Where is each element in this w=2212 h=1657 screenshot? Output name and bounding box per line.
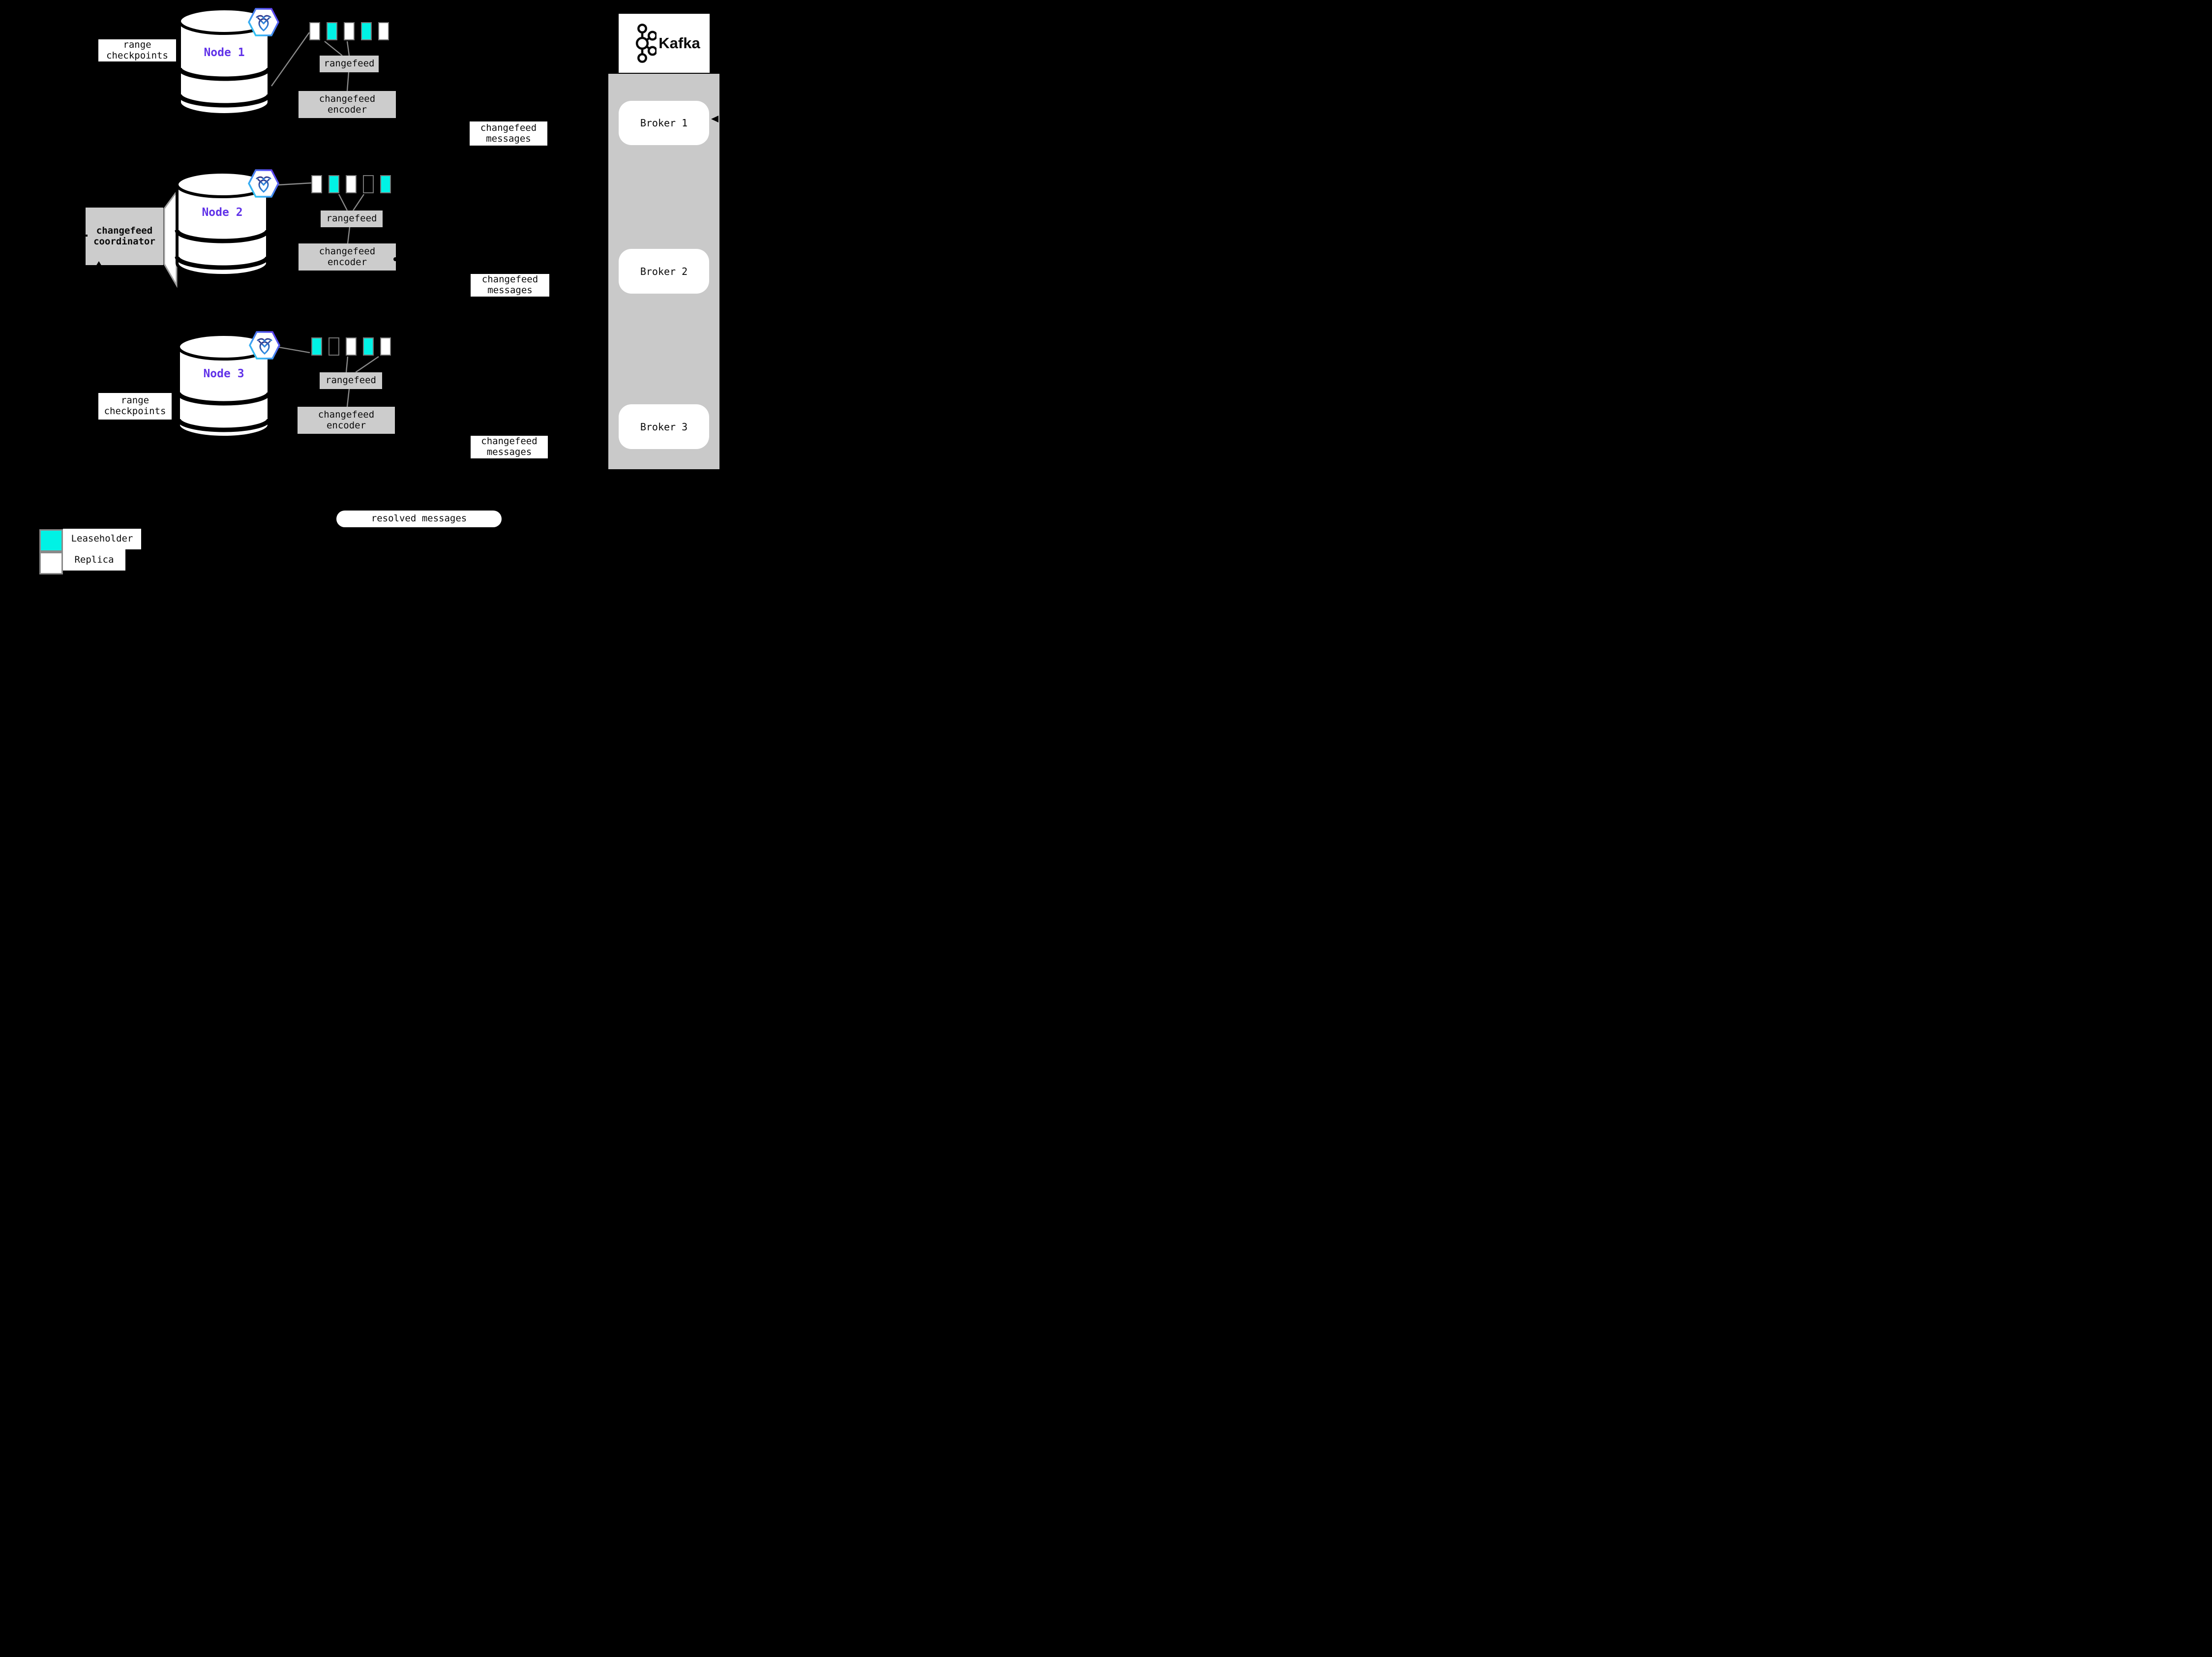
- replica-row-node1: [309, 22, 389, 40]
- range-checkpoints-label-node3: range checkpoints: [98, 393, 172, 420]
- resolved-messages-pill: resolved messages: [336, 511, 502, 527]
- replica-row-node3: [311, 337, 391, 356]
- rangefeed-box-node2: rangefeed: [321, 211, 383, 227]
- changefeed-encoder-box-node1: changefeed encoder: [299, 91, 396, 118]
- replica-square-empty: [329, 337, 339, 356]
- replica-square-replica: [311, 175, 322, 193]
- legend-leaseholder-label: Leaseholder: [63, 529, 141, 549]
- kafka-icon: [636, 24, 657, 63]
- broker-1: Broker 1: [619, 101, 709, 145]
- changefeed-coordinator-box: changefeed coordinator: [86, 208, 163, 265]
- replica-square-replica: [346, 337, 357, 356]
- range-checkpoints-label-node1: range checkpoints: [98, 39, 176, 61]
- cockroachdb-icon-node3: [249, 331, 280, 360]
- rangefeed-box-node1: rangefeed: [320, 56, 379, 72]
- legend-replica-label: Replica: [63, 549, 125, 571]
- replica-square-replica: [378, 22, 389, 40]
- replica-square-leaseholder: [380, 175, 391, 193]
- coordinator-flag-shape: [163, 189, 178, 288]
- changefeed-messages-label-1: changefeed messages: [470, 121, 547, 146]
- cockroachdb-icon-node2: [248, 169, 279, 198]
- replica-square-replica: [344, 22, 355, 40]
- rangefeed-box-node3: rangefeed: [320, 372, 382, 389]
- node-3-name: Node 3: [203, 367, 244, 380]
- kafka-title: Kafka: [658, 34, 700, 52]
- database-cylinder-node3: [176, 333, 271, 439]
- database-cylinder-node2: [175, 171, 270, 277]
- changefeed-messages-label-3: changefeed messages: [471, 436, 548, 458]
- node-1-name: Node 1: [204, 46, 245, 59]
- replica-square-replica: [309, 22, 320, 40]
- replica-square-leaseholder: [363, 337, 374, 356]
- replica-square-leaseholder: [329, 175, 339, 193]
- node-2-name: Node 2: [202, 206, 243, 219]
- broker-2: Broker 2: [619, 249, 709, 294]
- changefeed-architecture-diagram: range checkpoints range checkpoints chan…: [0, 0, 771, 577]
- broker-3: Broker 3: [619, 404, 709, 449]
- changefeed-messages-label-2: changefeed messages: [471, 274, 549, 297]
- kafka-logo-box: Kafka: [619, 14, 710, 73]
- legend-replica-swatch: [39, 552, 63, 574]
- replica-square-replica: [380, 337, 391, 356]
- changefeed-encoder-box-node3: changefeed encoder: [298, 407, 395, 434]
- replica-row-node2: [311, 175, 391, 193]
- replica-square-leaseholder: [327, 22, 337, 40]
- replica-square-leaseholder: [361, 22, 372, 40]
- replica-square-leaseholder: [311, 337, 322, 356]
- legend-leaseholder-swatch: [39, 529, 63, 552]
- replica-square-replica: [346, 175, 357, 193]
- replica-square-empty: [363, 175, 374, 193]
- database-cylinder-node1: [177, 7, 271, 116]
- changefeed-encoder-box-node2: changefeed encoder: [299, 243, 396, 271]
- cockroachdb-icon-node1: [248, 8, 279, 36]
